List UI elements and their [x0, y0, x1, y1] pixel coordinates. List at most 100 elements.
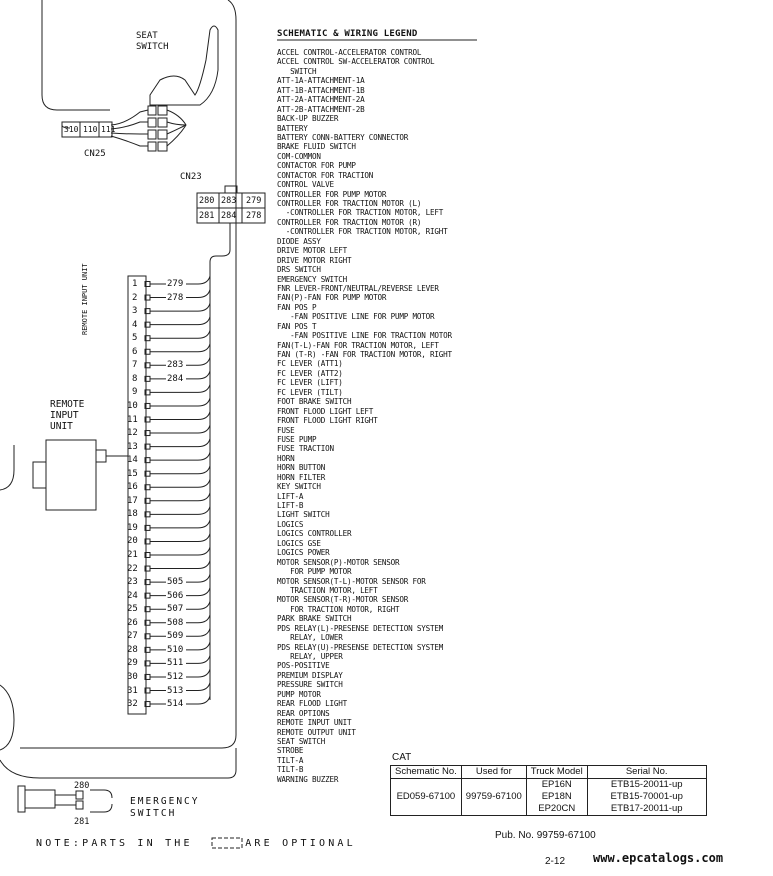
terminal-pin-number: 15 [127, 468, 138, 479]
legend-entry: LIFT-A [277, 491, 304, 501]
remote-input-label-1: REMOTE [50, 399, 85, 410]
terminal-wire [150, 424, 211, 434]
emergency-switch-body [24, 789, 56, 809]
legend-entry: DRIVE MOTOR LEFT [277, 246, 347, 256]
terminal-wire [150, 275, 211, 285]
emergency-switch-label-2: SWITCH [130, 808, 177, 819]
terminal-wire [150, 384, 211, 393]
cell-schematic-no: ED059-67100 [390, 778, 462, 816]
terminal-pin-number: 6 [132, 346, 138, 357]
legend-entry: PUMP MOTOR [277, 689, 321, 699]
legend-entry: FOR TRACTION MOTOR, RIGHT [277, 604, 400, 614]
legend-entry: BATTERY [277, 123, 308, 133]
terminal-pin-number: 5 [132, 333, 138, 344]
catalog-row: ED059-67100 99759-67100 EP16N EP18N EP20… [390, 778, 707, 816]
legend-entry: ATT-2B-ATTACHMENT-2B [277, 104, 365, 114]
truck-model: EP16N [541, 779, 572, 790]
terminal-wire-number: 278 [167, 292, 184, 303]
watermark-url[interactable]: www.epcatalogs.com [593, 851, 724, 865]
terminal-pin-number: 26 [127, 617, 138, 628]
terminal-wire-number: 513 [167, 685, 184, 696]
legend-entry: LOGICS [277, 519, 304, 529]
terminal-wire-number: 512 [167, 671, 184, 682]
legend-entry: PREMIUM DISPLAY [277, 670, 343, 680]
legend-entry: SWITCH [277, 66, 317, 76]
legend-entry: HORN [277, 453, 295, 463]
legend-entry: LOGICS GSE [277, 538, 321, 548]
terminal-wire [150, 452, 211, 461]
legend-entry: TILT-A [277, 755, 304, 765]
terminal-pin-number: 24 [127, 590, 138, 601]
legend-entry: LOGICS CONTROLLER [277, 529, 352, 539]
frame-left-lower2 [0, 684, 15, 751]
serial-no: ETB17-20011-up [610, 803, 683, 814]
terminal-wire [150, 330, 211, 339]
legend-entry: LIGHT SWITCH [277, 510, 330, 520]
cell-serials: ETB15-20011-up ETB15-70001-up ETB17-2001… [586, 778, 707, 816]
remote-input-vertical-label: REMOTE INPUT UNIT [81, 263, 89, 335]
page-number: 2-12 [545, 856, 566, 867]
terminal-wire [150, 587, 211, 597]
legend-entry: ATT-2A-ATTACHMENT-2A [277, 95, 365, 105]
frame-left-lower [0, 445, 15, 491]
terminal-pin-number: 4 [132, 319, 138, 330]
emergency-wire-281: 281 [74, 817, 90, 827]
legend-entry: FUSE [277, 425, 295, 435]
legend-entry: REMOTE INPUT UNIT [277, 718, 352, 728]
terminal-wire [150, 682, 211, 691]
legend-entry: HORN BUTTON [277, 463, 326, 473]
terminal-wire-number: 511 [167, 658, 184, 669]
terminal-wire [150, 628, 211, 637]
terminal-wire [150, 357, 211, 366]
emergency-wire-280: 280 [74, 781, 90, 791]
legend-entry: FOR PUMP MOTOR [277, 567, 352, 577]
cell-truck-models: EP16N EP18N EP20CN [525, 778, 588, 816]
legend-entry: STROBE [277, 746, 304, 756]
truck-model: EP20CN [538, 803, 576, 814]
frame-right-border [20, 0, 237, 749]
terminal-strip [127, 275, 147, 715]
cn25-pin-1: 310 [64, 125, 79, 134]
legend-entry: BRAKE FLUID SWITCH [277, 142, 356, 152]
legend-entry: -FAN POSITIVE LINE FOR PUMP MOTOR [277, 312, 435, 322]
legend-entry: ACCEL CONTROL-ACCELERATOR CONTROL [277, 48, 422, 57]
terminal-wire-number: 514 [167, 699, 184, 710]
terminal-wire [150, 411, 211, 420]
terminal-pin-number: 31 [127, 685, 138, 696]
terminal-pin-number: 16 [127, 482, 138, 493]
legend-entry: TILT-B [277, 765, 304, 775]
legend-entry: ACCEL CONTROL SW-ACCELERATOR CONTROL [277, 57, 435, 67]
legend-entry: FAN POS P [277, 302, 317, 312]
terminal-wire-number: 283 [167, 360, 184, 371]
header-schematic-no: Schematic No. [390, 765, 462, 779]
terminal-wire [150, 506, 211, 515]
remote-input-unit-body [45, 439, 97, 511]
cn23-top-3: 279 [246, 196, 262, 206]
terminal-wire [150, 614, 211, 624]
terminal-wire [150, 573, 211, 583]
legend-entry: ATT-1B-ATTACHMENT-1B [277, 85, 365, 95]
legend-entry: CONTROLLER FOR TRACTION MOTOR (R) [277, 217, 422, 227]
legend-entry: FOOT BRAKE SWITCH [277, 397, 352, 407]
terminal-pin-number: 21 [127, 550, 138, 560]
terminal-wire [150, 438, 211, 448]
cn25-connector [61, 121, 113, 138]
serial-no: ETB15-70001-up [610, 791, 683, 802]
harness-wire [209, 223, 231, 700]
terminal-wire [150, 601, 211, 610]
catalog-table: Schematic No. Used for Truck Model Seria… [390, 765, 707, 816]
emergency-switch-label-1: EMERGENCY [130, 796, 200, 807]
seat-switch-shape [149, 25, 219, 106]
legend-entry: CONTROLLER FOR PUMP MOTOR [277, 189, 387, 199]
terminal-wire-number: 506 [167, 590, 184, 601]
legend-entry: REAR FLOOD LIGHT [277, 699, 347, 709]
terminal-pin-number: 7 [132, 360, 138, 371]
terminal-wire [150, 397, 211, 407]
terminal-wire [150, 546, 211, 556]
terminal-wire-number: 507 [167, 604, 184, 615]
remote-input-label-2: INPUT [50, 410, 79, 421]
cn23-bottom-3: 278 [246, 211, 262, 221]
legend-entry: FRONT FLOOD LIGHT RIGHT [277, 416, 378, 426]
